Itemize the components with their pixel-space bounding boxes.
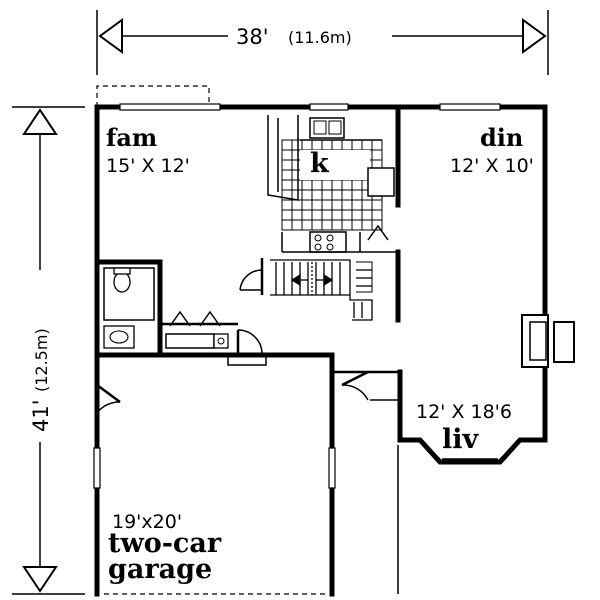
fireplace-icon — [521, 314, 575, 368]
width-dimension: 38' (11.6m) — [96, 10, 549, 75]
living-room-size: 12' X 18'6 — [416, 401, 512, 423]
depth-dimension: 41' (12.5m) — [12, 106, 85, 595]
width-feet: 38' — [236, 25, 269, 49]
window-family — [119, 103, 221, 111]
family-room-name: fam — [106, 123, 157, 152]
door-garage-entry — [227, 329, 267, 366]
stove-icon — [309, 231, 347, 253]
garage-name-line1: two-car — [108, 528, 222, 559]
toilet-icon — [113, 267, 131, 293]
window-garage-right — [328, 447, 336, 489]
interior-walls — [94, 104, 401, 355]
garage-name-line2: garage — [108, 554, 212, 585]
window-garage-left — [93, 447, 101, 489]
depth-feet: 41' — [29, 400, 53, 433]
family-room-size: 15' X 12' — [106, 155, 190, 177]
water-heater-icon — [213, 333, 229, 349]
bathroom-fixtures — [103, 267, 229, 349]
arrow-left-icon — [98, 18, 123, 54]
door-front-entry — [341, 370, 369, 401]
kitchen-name: k — [310, 148, 330, 179]
door-garage-side — [96, 383, 121, 414]
bathroom-sink-icon — [103, 325, 135, 349]
door-stair-landing — [239, 269, 263, 291]
depth-meters: (12.5m) — [32, 328, 51, 392]
dining-room-size: 12' X 10' — [450, 155, 534, 177]
staircase — [270, 259, 373, 321]
sink-icon — [309, 117, 345, 139]
arrow-down-icon — [22, 566, 58, 593]
living-room-name: liv — [442, 424, 480, 455]
garage-size: 19'x20' — [112, 511, 182, 533]
window-dining — [439, 103, 501, 111]
kitchen-fixtures — [267, 115, 398, 253]
window-kitchen — [309, 103, 349, 111]
refrigerator-icon — [367, 167, 395, 197]
bump-out-outline — [96, 85, 210, 107]
arrow-up-icon — [22, 108, 58, 135]
arrow-right-icon — [522, 18, 547, 54]
width-meters: (11.6m) — [288, 28, 352, 47]
dining-room-name: din — [480, 123, 523, 152]
